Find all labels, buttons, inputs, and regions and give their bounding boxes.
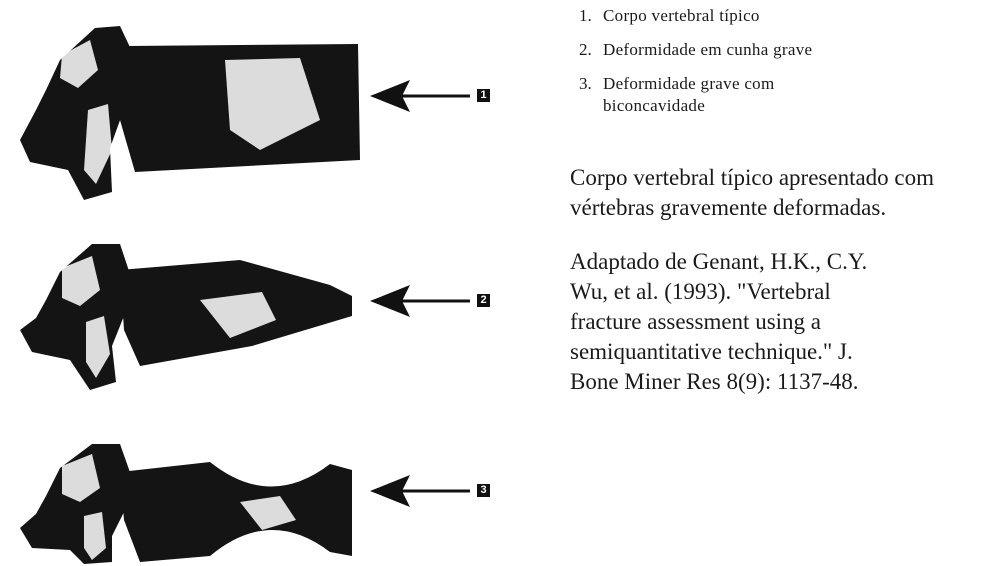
vertebra-wedge [20,244,352,390]
marker-3: 3 [477,484,490,497]
reference-citation: Adaptado de Genant, H.K., C.Y. Wu, et al… [570,247,990,397]
legend-item: 2. Deformidade em cunha grave [579,39,989,61]
legend-number: 2. [579,39,603,61]
legend-number: 1. [579,5,603,27]
reference-line: Adaptado de Genant, H.K., C.Y. [570,247,990,277]
legend-text: Deformidade em cunha grave [603,39,863,61]
reference-line: Wu, et al. (1993). "Vertebral [570,277,990,307]
vertebra-typical [20,26,360,200]
marker-1: 1 [477,89,490,102]
reference-line: semiquantitative technique." J. [570,337,990,367]
vertebra-figure: 1 2 3 [0,0,545,566]
arrow-3 [370,475,470,507]
arrow-1 [370,80,470,112]
marker-2: 2 [477,294,490,307]
legend-number: 3. [579,73,603,117]
legend-item: 3. Deformidade grave com biconcavidade [579,73,989,117]
vertebra-biconcave [20,444,352,564]
figure-caption: Corpo vertebral típico apresentado com v… [570,163,990,223]
legend-text: Deformidade grave com biconcavidade [603,73,863,117]
vertebra-illustrations [0,0,545,566]
legend-list: 1. Corpo vertebral típico 2. Deformidade… [579,5,989,129]
legend-text: Corpo vertebral típico [603,5,863,27]
arrow-2 [370,285,470,317]
legend-item: 1. Corpo vertebral típico [579,5,989,27]
reference-line: Bone Miner Res 8(9): 1137-48. [570,367,990,397]
reference-line: fracture assessment using a [570,307,990,337]
